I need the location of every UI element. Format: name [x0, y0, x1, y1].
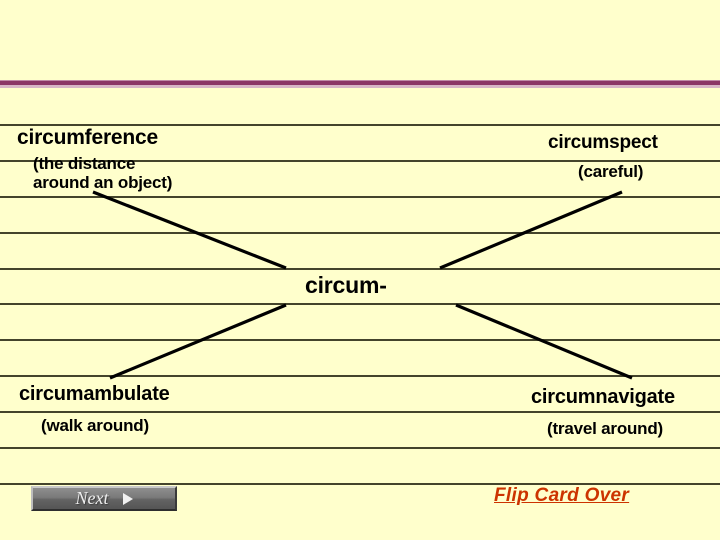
- header-divider-rule: [0, 81, 720, 85]
- ruled-line: [0, 268, 720, 270]
- flip-card-over-link[interactable]: Flip Card Over: [494, 485, 630, 506]
- word-definition-circumspect: (careful): [578, 162, 644, 181]
- connector-line-circumspect: [439, 190, 623, 270]
- ruled-line: [0, 483, 720, 485]
- ruled-line: [0, 303, 720, 305]
- ruled-line: [0, 160, 720, 162]
- word-entry-circumference: circumference (the distance around an ob…: [17, 125, 172, 192]
- word-entry-circumambulate: circumambulate (walk around): [19, 382, 170, 435]
- play-triangle-icon: [122, 492, 133, 505]
- ruled-line: [0, 232, 720, 234]
- word-definition-circumambulate: (walk around): [41, 416, 149, 435]
- root-word-term: circum-: [305, 272, 387, 298]
- word-definition-circumnavigate: (travel around): [547, 419, 664, 438]
- ruled-line: [0, 411, 720, 413]
- ruled-line: [0, 196, 720, 198]
- word-entry-circumspect: circumspect (careful): [548, 131, 658, 181]
- word-entry-circumnavigate: circumnavigate (travel around): [531, 385, 675, 438]
- word-definition-circumference: (the distance around an object): [33, 154, 173, 192]
- next-button[interactable]: Next: [31, 486, 177, 511]
- word-term-circumspect: circumspect: [548, 132, 658, 153]
- next-button-label: Next: [75, 488, 109, 508]
- connector-line-circumference: [92, 190, 287, 270]
- ruled-line: [0, 447, 720, 449]
- ruled-line: [0, 124, 720, 126]
- word-term-circumnavigate: circumnavigate: [531, 386, 675, 408]
- word-term-circumambulate: circumambulate: [19, 383, 170, 405]
- ruled-line: [0, 375, 720, 377]
- ruled-line: [0, 339, 720, 341]
- root-word-entry: circum-: [305, 272, 387, 299]
- connector-line-circumambulate: [109, 303, 287, 380]
- word-term-circumference: circumference: [17, 126, 158, 149]
- connector-line-circumnavigate: [455, 303, 633, 380]
